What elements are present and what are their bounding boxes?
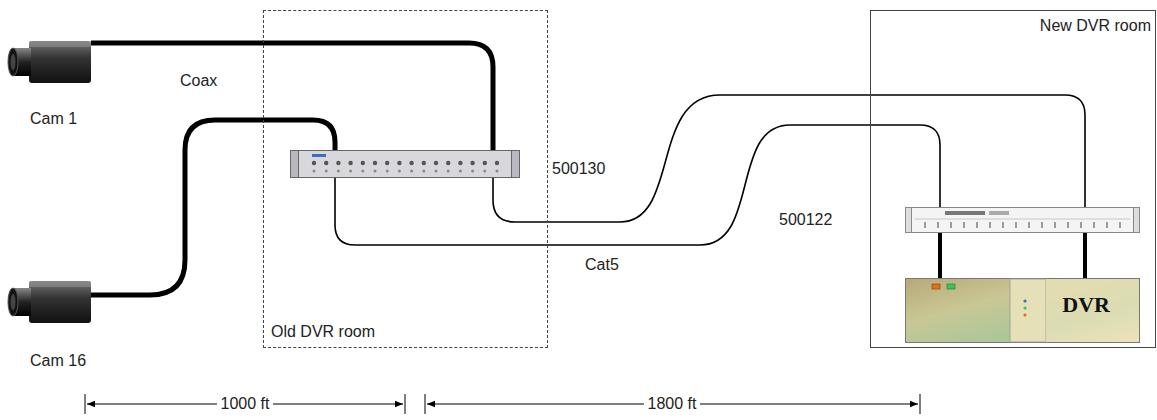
cable bbox=[938, 233, 942, 278]
node-label: 500130 bbox=[552, 160, 605, 178]
camera: Cam 1 bbox=[5, 38, 95, 88]
room-boundary: New DVR room 500122DVR bbox=[870, 10, 1156, 348]
room-boundary: Old DVR room 500130 bbox=[263, 10, 548, 348]
node-label: New DVR room bbox=[1040, 17, 1151, 35]
cat5-hub: 500122 bbox=[905, 207, 1140, 233]
cable bbox=[91, 120, 335, 295]
balun-hub bbox=[290, 150, 520, 178]
node-label: Cam 1 bbox=[30, 110, 77, 128]
cable-label: Cat5 bbox=[585, 256, 619, 274]
cable bbox=[493, 95, 1085, 222]
cable bbox=[91, 43, 493, 150]
camera-icon bbox=[5, 38, 95, 88]
dimension-label: 1800 ft bbox=[644, 395, 701, 413]
node-label: DVR bbox=[1062, 292, 1110, 317]
cat5-hub bbox=[905, 207, 1140, 233]
balun-hub: 500130 bbox=[290, 150, 520, 178]
cable bbox=[1083, 233, 1087, 278]
dvr-unit: DVR bbox=[905, 278, 1140, 343]
node-label: Cam 16 bbox=[30, 352, 86, 370]
camera: Cam 16 bbox=[5, 278, 95, 328]
cable-label: Coax bbox=[180, 72, 217, 90]
camera-icon bbox=[5, 278, 95, 328]
cable bbox=[335, 125, 940, 245]
node-label: 500122 bbox=[779, 211, 832, 229]
node-label: Old DVR room bbox=[271, 323, 375, 341]
dimension-label: 1000 ft bbox=[217, 395, 274, 413]
